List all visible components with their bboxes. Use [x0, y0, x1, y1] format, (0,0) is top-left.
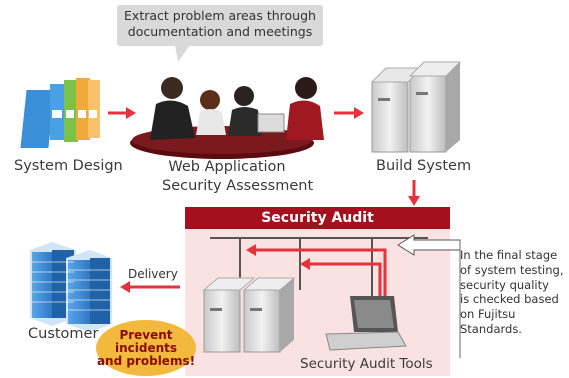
note-line-2: of system testing, — [460, 262, 564, 277]
note-line-4: is checked based — [460, 292, 559, 307]
bubble-line-1: Prevent — [119, 327, 173, 342]
flow-arrows-top — [108, 107, 420, 206]
note-line-3: security quality — [460, 277, 549, 292]
binders-icon — [20, 78, 100, 148]
callout-line-2: documentation and meetings — [127, 24, 313, 39]
buildings-icon — [30, 242, 112, 332]
callout-tail — [175, 45, 190, 62]
audit-servers-icon — [202, 277, 296, 353]
assessment-label-line-1: Web Application — [168, 159, 286, 175]
assessment-label-line-2: Security Assessment — [162, 178, 314, 194]
callout-box: Extract problem areas through documentat… — [117, 5, 323, 46]
note-line-5: on Fujitsu — [460, 307, 516, 322]
delivery-label: Delivery — [128, 267, 178, 281]
audit-tools-label: Security Audit Tools — [300, 356, 433, 372]
note-line-1: In the final stage — [460, 248, 558, 262]
assessment-label: Web Application Security Assessment — [162, 158, 314, 196]
bubble-line-3: and problems! — [96, 353, 196, 368]
build-servers-icon — [370, 61, 462, 153]
note-line-6: Standards. — [460, 321, 522, 336]
build-system-label: Build System — [376, 158, 472, 174]
meeting-icon — [130, 77, 324, 159]
system-design-label: System Design — [14, 158, 123, 174]
audit-arrows — [256, 248, 387, 296]
delivery-arrow — [120, 281, 130, 293]
prevent-incidents-bubble: Prevent incidents and problems! — [96, 320, 196, 376]
final-stage-note: In the final stage of system testing, se… — [460, 248, 569, 337]
callout-line-1: Extract problem areas through — [124, 8, 316, 23]
bubble-line-2: incidents — [114, 340, 178, 355]
customer-label: Customer — [28, 326, 99, 342]
security-audit-title: Security Audit — [185, 207, 450, 229]
laptop-icon — [325, 296, 407, 351]
